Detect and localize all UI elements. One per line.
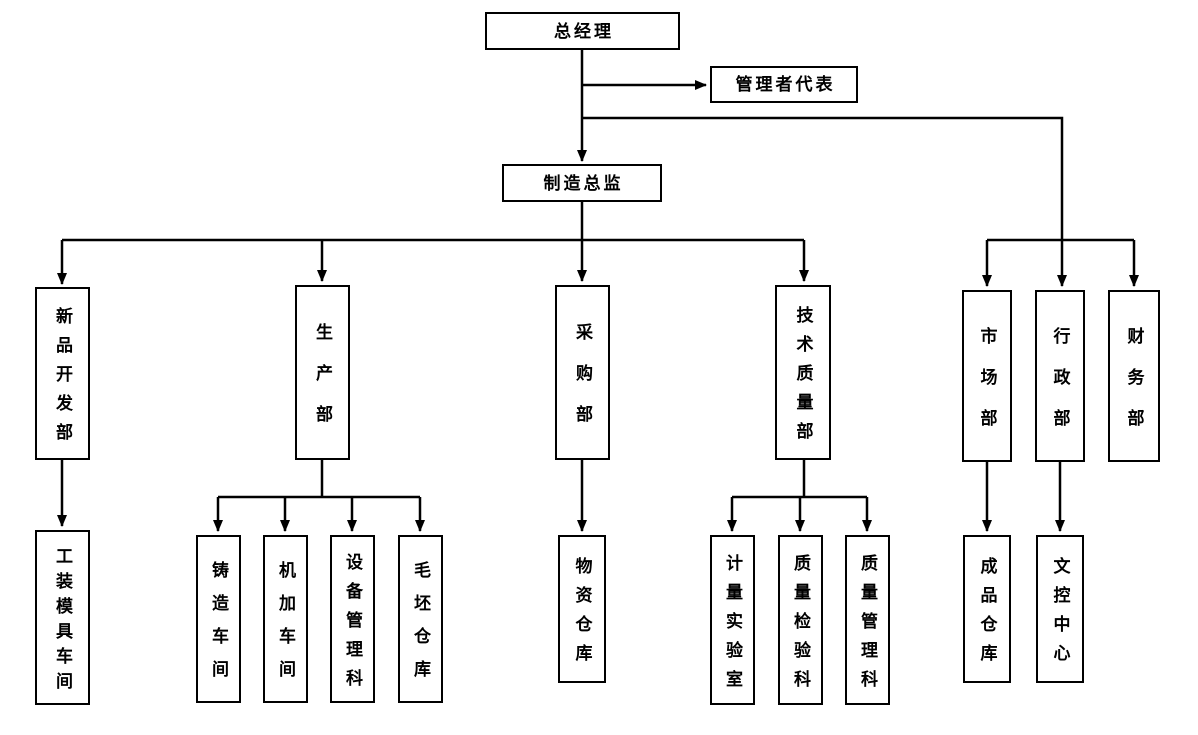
- node-general-manager: 总经理: [485, 12, 680, 50]
- node-purchasing-dept: 采购部: [555, 285, 610, 460]
- node-finance-dept: 财务部: [1108, 290, 1160, 462]
- node-management-representative: 管理者代表: [710, 66, 858, 103]
- node-machining-workshop: 机加车间: [263, 535, 308, 703]
- node-document-control-center: 文控中心: [1036, 535, 1084, 683]
- node-administration-dept: 行政部: [1035, 290, 1085, 462]
- node-production-dept: 生产部: [295, 285, 350, 460]
- node-new-product-development-dept: 新品开发部: [35, 287, 90, 460]
- node-marketing-dept: 市场部: [962, 290, 1012, 462]
- node-metrology-lab: 计量实验室: [710, 535, 755, 705]
- node-finished-goods-warehouse: 成品仓库: [963, 535, 1011, 683]
- node-equipment-management-section: 设备管理科: [330, 535, 375, 703]
- node-blank-warehouse: 毛坯仓库: [398, 535, 443, 703]
- node-casting-workshop: 铸造车间: [196, 535, 241, 703]
- node-technical-quality-dept: 技术质量部: [775, 285, 831, 460]
- node-tooling-mold-workshop: 工装模具车间: [35, 530, 90, 705]
- node-manufacturing-director: 制造总监: [502, 164, 662, 202]
- node-quality-inspection-section: 质量检验科: [778, 535, 823, 705]
- node-material-warehouse: 物资仓库: [558, 535, 606, 683]
- node-quality-management-section: 质量管理科: [845, 535, 890, 705]
